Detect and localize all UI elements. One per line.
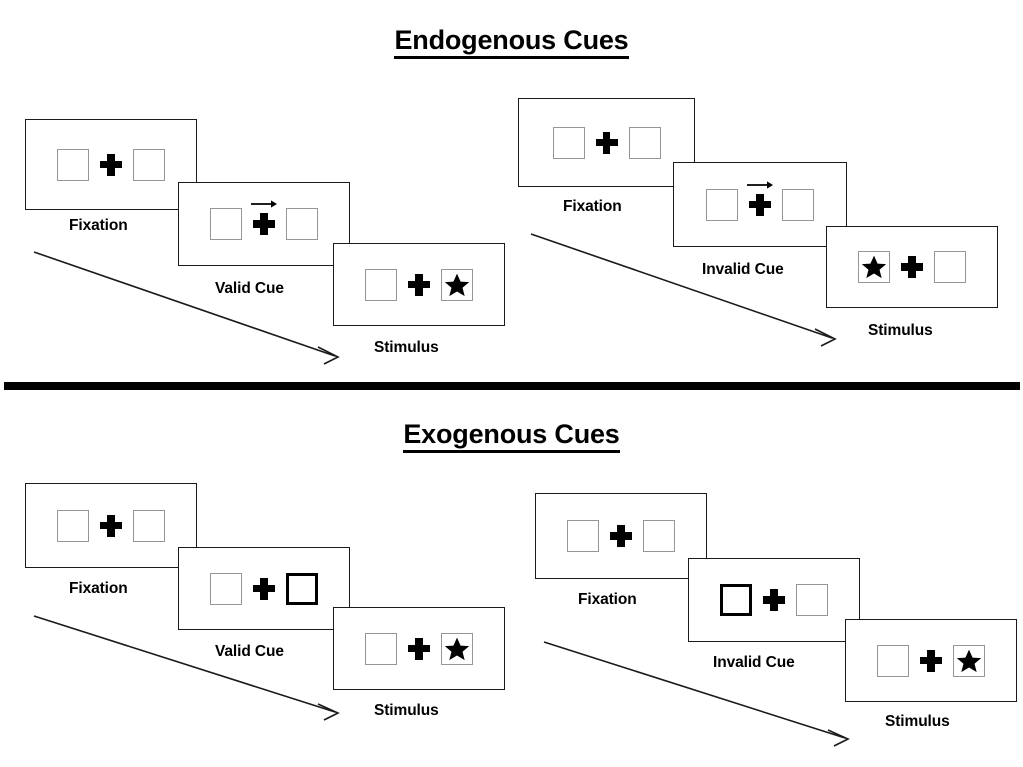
stimulus-row <box>858 251 966 283</box>
right-placeholder-box <box>133 509 165 542</box>
star-target-icon <box>444 273 470 296</box>
frame-content <box>334 244 504 325</box>
stimulus-row <box>210 572 318 605</box>
star-target-icon <box>861 255 887 279</box>
stimulus-row <box>57 148 165 181</box>
left-placeholder-box <box>57 509 89 542</box>
section-title-endogenous: Endogenous Cues <box>0 25 1023 59</box>
frame-content <box>519 99 694 186</box>
cue-arrow-right-icon <box>251 200 277 208</box>
stage-label-exogenous-invalid-cue: Invalid Cue <box>713 654 795 671</box>
right-target-box <box>953 644 985 677</box>
left-placeholder-box <box>210 572 242 605</box>
frame-content <box>536 494 706 578</box>
frame-content <box>334 608 504 689</box>
left-placeholder-box <box>706 188 738 221</box>
cue-arrow-right-icon <box>747 180 773 189</box>
left-cued-box <box>720 584 752 616</box>
frame-content <box>846 620 1016 701</box>
stimulus-row <box>552 126 661 159</box>
frame-content <box>674 163 846 246</box>
fixation-cross-icon <box>920 649 942 672</box>
stage-label-exogenous-valid-fixation: Fixation <box>69 580 128 597</box>
right-placeholder-box <box>286 208 318 240</box>
stimulus-row <box>57 509 165 542</box>
fixation-cross-icon <box>610 525 632 547</box>
endogenous-invalid-time-arrow <box>530 233 837 347</box>
stimulus-row <box>210 200 318 240</box>
frame-exogenous-invalid-fixation <box>535 493 707 579</box>
stage-label-endogenous-invalid-fixation: Fixation <box>563 198 622 215</box>
frame-content <box>179 183 349 265</box>
stage-label-exogenous-valid-cue: Valid Cue <box>215 643 284 660</box>
fixation-cross-icon <box>408 273 430 296</box>
right-placeholder-box <box>628 126 661 159</box>
stage-label-endogenous-invalid-stimulus: Stimulus <box>868 322 933 339</box>
frame-exogenous-invalid-stimulus <box>845 619 1017 702</box>
frame-endogenous-valid-stimulus <box>333 243 505 326</box>
frame-exogenous-valid-cue <box>178 547 350 630</box>
exogenous-valid-time-arrow <box>33 615 340 721</box>
fixation-cross-icon <box>408 637 430 660</box>
frame-endogenous-valid-cue <box>178 182 350 266</box>
section-title-endogenous-text: Endogenous Cues <box>394 25 629 59</box>
stage-label-exogenous-valid-stimulus: Stimulus <box>374 702 439 719</box>
frame-content <box>26 120 196 209</box>
section-title-exogenous: Exogenous Cues <box>0 419 1023 453</box>
left-placeholder-box <box>365 632 397 665</box>
frame-endogenous-valid-fixation <box>25 119 197 210</box>
right-placeholder-box <box>133 148 165 181</box>
stage-label-endogenous-invalid-cue: Invalid Cue <box>702 261 784 278</box>
right-placeholder-box <box>643 520 675 552</box>
stage-label-exogenous-invalid-fixation: Fixation <box>578 591 637 608</box>
left-target-box <box>858 251 890 283</box>
section-divider <box>4 382 1020 390</box>
right-placeholder-box <box>796 584 828 616</box>
frame-content <box>26 484 196 567</box>
fixation-cross-icon <box>763 589 785 611</box>
fixation-cross-icon <box>253 577 275 600</box>
frame-endogenous-invalid-fixation <box>518 98 695 187</box>
stage-label-endogenous-valid-stimulus: Stimulus <box>374 339 439 356</box>
section-title-exogenous-text: Exogenous Cues <box>403 419 620 453</box>
stimulus-row <box>877 644 985 677</box>
frame-exogenous-invalid-cue <box>688 558 860 642</box>
frame-content <box>689 559 859 641</box>
frame-exogenous-valid-stimulus <box>333 607 505 690</box>
fixation-cross-icon <box>100 514 122 537</box>
endogenous-valid-time-arrow <box>33 251 340 365</box>
frame-endogenous-invalid-stimulus <box>826 226 998 308</box>
stage-label-endogenous-valid-fixation: Fixation <box>69 217 128 234</box>
stimulus-row <box>720 584 828 616</box>
fixation-cross-icon <box>100 153 122 176</box>
stimulus-row <box>567 520 675 552</box>
stimulus-row <box>365 268 473 301</box>
right-target-box <box>441 268 473 301</box>
left-placeholder-box <box>210 208 242 240</box>
fixation-cross-icon <box>901 256 923 278</box>
fixation-cross-icon <box>595 131 618 154</box>
frame-content <box>827 227 997 307</box>
left-placeholder-box <box>365 268 397 301</box>
left-placeholder-box <box>552 126 585 159</box>
star-target-icon <box>956 649 982 672</box>
stage-label-endogenous-valid-cue: Valid Cue <box>215 280 284 297</box>
fixation-cross-icon <box>747 180 773 216</box>
right-cued-box <box>286 572 318 605</box>
frame-exogenous-valid-fixation <box>25 483 197 568</box>
right-placeholder-box <box>934 251 966 283</box>
left-placeholder-box <box>567 520 599 552</box>
stimulus-row <box>365 632 473 665</box>
left-placeholder-box <box>57 148 89 181</box>
fixation-cross-icon <box>251 200 277 235</box>
star-target-icon <box>444 637 470 660</box>
left-placeholder-box <box>877 644 909 677</box>
exogenous-invalid-time-arrow <box>543 641 850 747</box>
stage-label-exogenous-invalid-stimulus: Stimulus <box>885 713 950 730</box>
right-target-box <box>441 632 473 665</box>
stimulus-row <box>706 180 814 221</box>
right-placeholder-box <box>782 188 814 221</box>
frame-endogenous-invalid-cue <box>673 162 847 247</box>
frame-content <box>179 548 349 629</box>
